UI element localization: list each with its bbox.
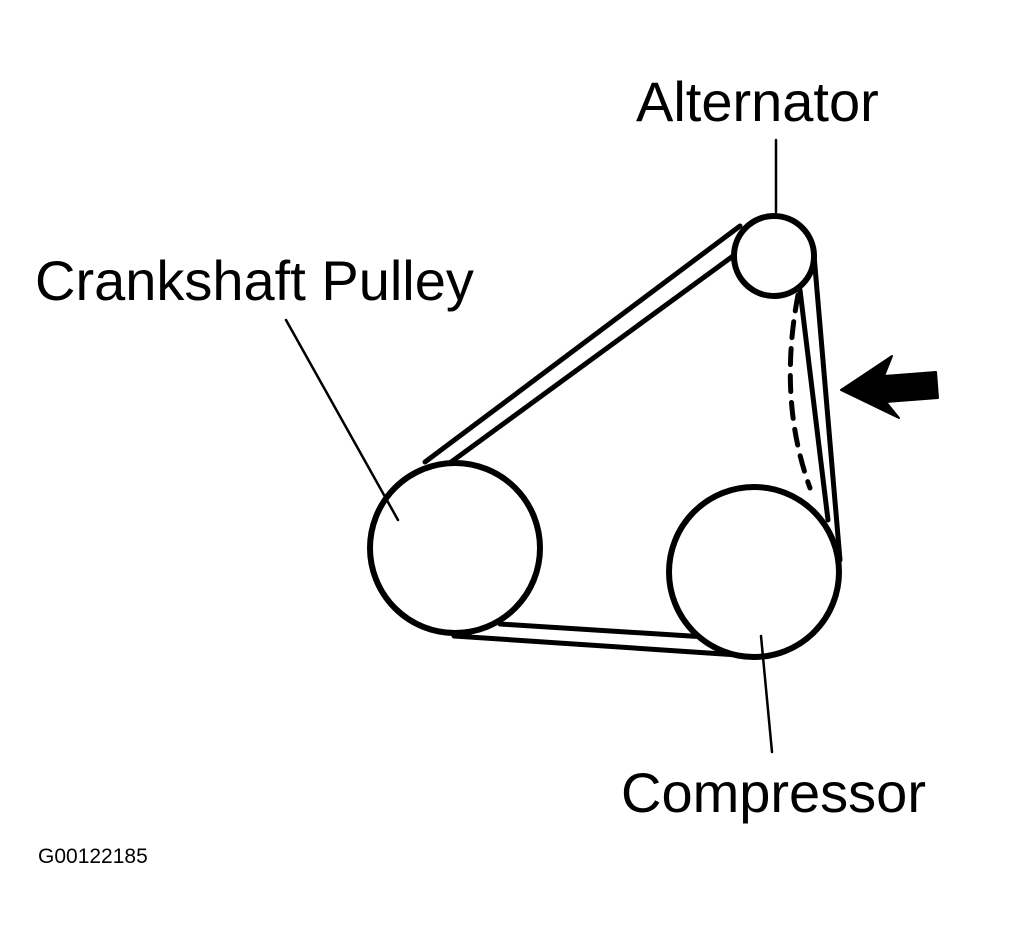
compressor-leader-line [759,634,774,754]
compressor-label: Compressor [621,761,926,824]
belt-alternate-dashed-path [787,292,813,491]
crankshaft-pulley [367,460,543,636]
figure-id: G00122185 [38,845,148,868]
belt-lower-run [451,621,756,659]
alternator-label: Alternator [636,70,879,133]
compressor-pulley [666,484,842,660]
crankshaft-pulley-label: Crankshaft Pulley [35,249,474,312]
belt-right-run [797,252,843,563]
crankshaft-leader-line [284,318,400,522]
belt-upper-run [422,223,747,468]
alternator-pulley [731,213,817,299]
arrow-left-icon [840,355,939,419]
